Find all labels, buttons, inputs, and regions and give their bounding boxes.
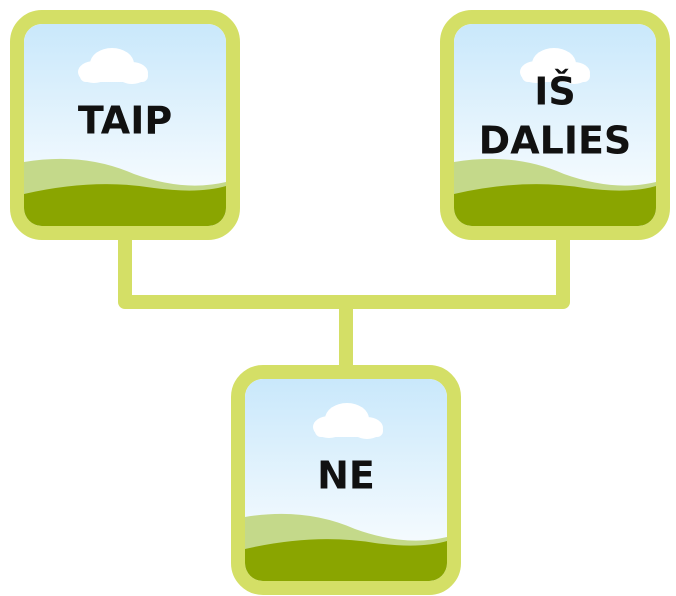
- connector-isdalies-to-ne: [346, 240, 570, 309]
- landscape-scene-icon: [454, 24, 656, 226]
- landscape-scene-icon: [24, 24, 226, 226]
- option-label: TAIP: [77, 98, 173, 143]
- option-card-taip[interactable]: TAIP: [10, 10, 240, 240]
- option-label: IŠ DALIES: [478, 69, 632, 164]
- landscape-scene-icon: [245, 379, 447, 581]
- cloud-icon: [313, 403, 383, 439]
- cloud-icon: [520, 48, 590, 84]
- option-card-ne[interactable]: NE: [231, 365, 461, 595]
- cloud-icon: [78, 48, 148, 84]
- connector-taip-to-ne: [118, 240, 353, 368]
- option-label: NE: [317, 453, 375, 498]
- option-card-is-dalies[interactable]: IŠ DALIES: [440, 10, 670, 240]
